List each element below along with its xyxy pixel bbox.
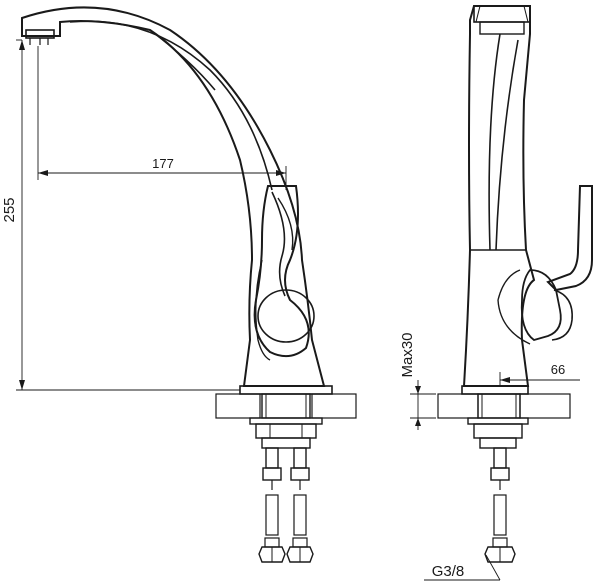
flex-hose-left — [265, 494, 279, 536]
countertop-left — [215, 393, 261, 419]
handle-cartridge — [257, 289, 315, 343]
dimension-handle-offset: 66 — [499, 362, 580, 386]
dimension-label-reach: 177 — [152, 156, 174, 171]
cartridge-housing-side — [520, 269, 562, 341]
countertop-right — [311, 393, 357, 419]
lever-handle-side — [546, 185, 593, 292]
faucet-body-outline — [21, 6, 326, 387]
base-flange — [239, 385, 333, 395]
countertop-left-side — [437, 393, 479, 419]
spout-head-side — [473, 5, 531, 23]
dimension-reach: 177 — [37, 46, 287, 190]
dimension-label-max-thickness: Max30 — [399, 332, 416, 377]
thread-label: G3/8 — [432, 563, 465, 580]
hose-nut-right — [286, 546, 314, 563]
dimension-label-handle-offset: 66 — [551, 362, 565, 377]
mounting-stud — [261, 393, 311, 419]
thread-callout: G3/8 — [424, 554, 501, 581]
dimension-label-height: 255 — [1, 197, 18, 222]
dimension-max-thickness: Max30 — [399, 332, 436, 430]
washer — [249, 417, 323, 425]
front-view: 255 177 — [1, 6, 357, 563]
faucet-body-side-outline — [462, 5, 536, 387]
flex-hose-side — [493, 494, 507, 536]
side-view: Max30 66 G3/8 — [399, 5, 593, 581]
hose-nut-left — [258, 546, 286, 563]
hose-nut-side — [484, 546, 516, 563]
countertop-right-side — [519, 393, 571, 419]
flex-hose-right — [293, 494, 307, 536]
dimension-height: 255 — [1, 39, 240, 391]
fixing-nut — [255, 423, 317, 439]
lever-handle — [253, 185, 310, 358]
